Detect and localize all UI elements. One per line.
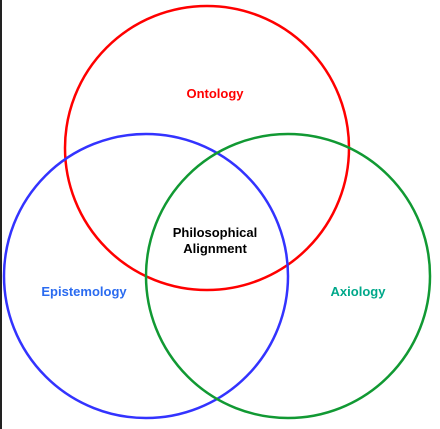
- left-border: [0, 0, 2, 429]
- epistemology-circle: [2, 132, 290, 420]
- center-label-line2: Alignment: [183, 241, 247, 256]
- ontology-label: Ontology: [186, 86, 244, 101]
- axiology-circle: [144, 132, 432, 420]
- center-label: Philosophical Alignment: [150, 225, 280, 257]
- axiology-label: Axiology: [330, 284, 386, 299]
- center-label-line1: Philosophical: [172, 225, 258, 240]
- epistemology-label: Epistemology: [41, 284, 127, 299]
